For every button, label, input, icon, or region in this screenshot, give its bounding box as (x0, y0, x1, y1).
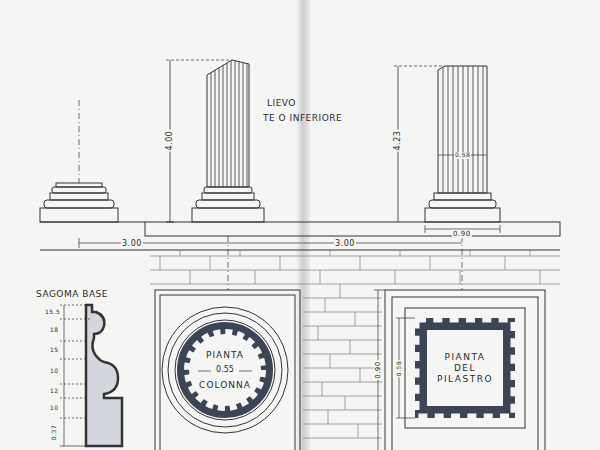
dimension-label: 10 (50, 405, 59, 412)
column-elevation (166, 55, 264, 222)
flutes (187, 332, 263, 408)
fluted-band (421, 324, 509, 412)
book-gutter (296, 0, 310, 450)
dimension-label: 3.00 (334, 239, 356, 248)
torus-circle (168, 313, 282, 427)
plan-title: COLONNA (160, 380, 290, 391)
pilaster-plan: PIANTA DEL PILASTRO (415, 318, 515, 418)
dimension-label: 12 (50, 388, 59, 395)
view-title: TE O INFERIORE (263, 113, 342, 123)
plan-title: PIANTA DEL PILASTRO (437, 352, 493, 384)
fluted-ring (183, 328, 267, 412)
dimension-label: 4.00 (165, 130, 174, 152)
dimension-label: 0.90 (374, 360, 382, 380)
dimension-label: 10 (50, 368, 59, 375)
column-plan: PIANTA 0.55COLONNA (160, 300, 290, 440)
dimension-label: 3.00 (121, 239, 143, 248)
dimension-label: 0.90 (452, 230, 472, 238)
section-title: SAGOMA BASE (36, 289, 108, 299)
dimension-label: 15 (50, 347, 59, 354)
base-profile (60, 305, 122, 446)
left-base (40, 100, 145, 222)
plan-frames (155, 290, 545, 450)
platform (40, 222, 560, 290)
plinth-circle (162, 307, 288, 433)
dimension-label: 4.23 (393, 130, 402, 152)
dimension-label: 0.55 (211, 365, 239, 375)
dimension-label: 0.58 (454, 152, 471, 159)
dimension-label: 0.37 (51, 425, 58, 440)
dimension-label: 18 (50, 327, 59, 334)
view-title: LIEVO (267, 98, 296, 108)
masonry (150, 250, 560, 438)
dimension-label: 0.58 (396, 360, 403, 377)
base-circle (175, 320, 275, 420)
dimension-label: 15.5 (45, 309, 60, 316)
plan-title: PIANTA (160, 350, 290, 361)
pilaster-elevation (394, 60, 500, 233)
flutes (417, 320, 513, 416)
